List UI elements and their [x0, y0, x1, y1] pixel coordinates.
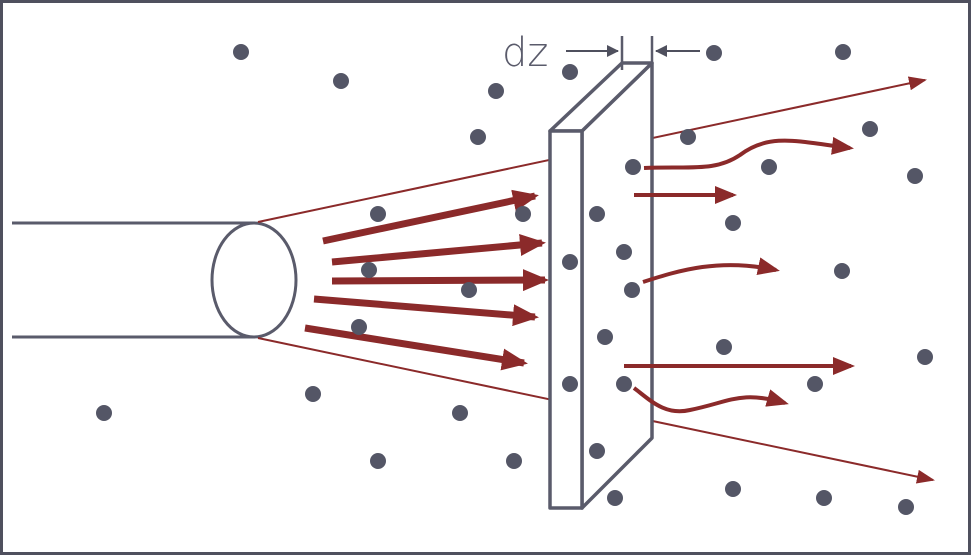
particle — [589, 443, 605, 459]
slab-thickness-label: dz — [502, 30, 548, 76]
particle — [607, 490, 623, 506]
particle — [562, 64, 578, 80]
particle — [597, 329, 613, 345]
particle — [616, 376, 632, 392]
particle — [917, 349, 933, 365]
particle — [616, 244, 632, 260]
particle — [305, 386, 321, 402]
particle — [461, 282, 477, 298]
scattered-arrow — [643, 136, 854, 170]
particle — [725, 215, 741, 231]
particle — [96, 405, 112, 421]
particle — [589, 206, 605, 222]
particle — [834, 263, 850, 279]
scattering-particles — [96, 44, 933, 515]
particle — [816, 490, 832, 506]
particle — [624, 282, 640, 298]
incident-arrow — [322, 189, 539, 245]
incident-beam-arrows — [304, 189, 549, 371]
particle — [835, 44, 851, 60]
transmitted-beam-arrows — [624, 136, 855, 414]
particle — [716, 339, 732, 355]
particle — [862, 121, 878, 137]
particle — [680, 129, 696, 145]
particle — [625, 159, 641, 175]
particle — [351, 319, 367, 335]
beam-source-cylinder-icon — [12, 221, 298, 339]
particle — [706, 45, 722, 61]
particle — [452, 405, 468, 421]
incident-arrow — [313, 295, 539, 327]
incident-arrow — [331, 234, 546, 266]
particle — [233, 44, 249, 60]
particle — [333, 73, 349, 89]
particle — [361, 262, 377, 278]
particle — [898, 499, 914, 515]
particle — [807, 376, 823, 392]
incident-arrow — [331, 269, 549, 292]
slab-side-face — [580, 61, 654, 510]
particle — [761, 159, 777, 175]
scattered-arrow — [632, 386, 789, 414]
particle — [488, 83, 504, 99]
particle — [506, 453, 522, 469]
slab-thickness-annotation: dz — [502, 30, 700, 76]
particle — [370, 206, 386, 222]
particle — [725, 481, 741, 497]
particle — [907, 168, 923, 184]
particle — [562, 376, 578, 392]
slab-front-face — [548, 129, 584, 510]
scattered-arrow — [642, 257, 780, 284]
particle — [515, 206, 531, 222]
incident-arrow — [304, 324, 528, 371]
particle — [562, 254, 578, 270]
particle — [470, 129, 486, 145]
particle — [370, 453, 386, 469]
